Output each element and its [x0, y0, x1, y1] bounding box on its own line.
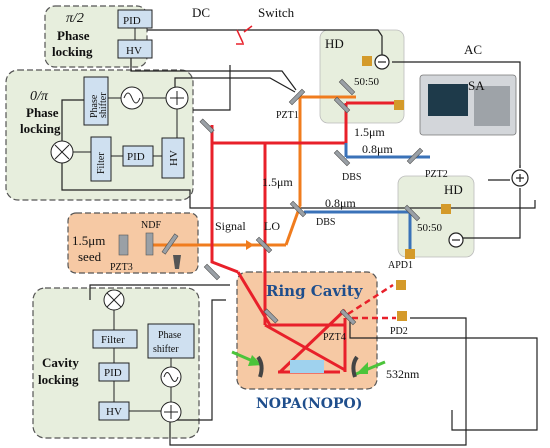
seed-coupler-icon [173, 255, 181, 269]
ndf-filter [145, 232, 154, 256]
cavity-phase-shifter-1: Phase [158, 330, 182, 341]
sa-label: SA [468, 78, 485, 93]
pi0-title-3: locking [20, 121, 61, 136]
nonlinear-crystal [290, 360, 324, 373]
cavity-pid: PID [104, 367, 122, 379]
pzt3-mount [118, 234, 129, 256]
pi2-title-3: locking [52, 44, 93, 59]
spectrum-analyzer [419, 74, 517, 136]
splitter-bottom-label: 50:50 [417, 222, 443, 234]
detectors [362, 56, 451, 321]
signal-label: Signal [215, 219, 246, 233]
cavity-mirror-right [351, 355, 359, 378]
ring-cavity-title: Ring Cavity [266, 282, 364, 300]
cavity-title-1: Cavity [42, 355, 79, 370]
pi0-phase-shifter-2: shifter [98, 92, 109, 118]
pzt2-label: PZT2 [425, 169, 448, 180]
splitter-top-label: 50:50 [354, 76, 380, 88]
pi0-title-1: 0/π [30, 89, 49, 104]
cavity-blocks [92, 289, 195, 423]
cavity-mirror-left [256, 355, 264, 378]
pzt1-label: PZT1 [276, 110, 299, 121]
hd-top-label: HD [325, 36, 344, 51]
pi0-phase-shifter-1: Phase [89, 94, 100, 118]
cavity-filter: Filter [101, 334, 125, 346]
pi0-filter: Filter [96, 152, 107, 174]
pi0-title-2: Phase [26, 105, 59, 120]
switch [236, 25, 253, 45]
panel-seed [67, 212, 199, 274]
seed-arrow-head [246, 240, 254, 250]
pd2-label: PD2 [390, 326, 408, 337]
pi0-pid: PID [127, 151, 145, 163]
apd1-label: APD1 [388, 260, 413, 271]
pump-arrow-left [248, 355, 262, 366]
pump-arrow-right [356, 362, 368, 374]
wl-15-mid: 1.5μm [262, 175, 293, 189]
seed-wavelength: 1.5μm [72, 233, 105, 248]
wl-15-top: 1.5μm [354, 125, 385, 139]
lo-label: LO [264, 219, 280, 233]
panel-0pi-phase-locking [5, 69, 194, 201]
dbs-bottom-label: DBS [316, 217, 335, 228]
dbs-top-label: DBS [342, 172, 361, 183]
mirrors [161, 78, 424, 326]
seed-label: seed [78, 249, 102, 264]
panel-ring-cavity [236, 271, 378, 390]
pi2-pid-label: PID [123, 15, 141, 27]
pzt4-label: PZT4 [323, 332, 346, 343]
pi2-hv-label: HV [126, 45, 142, 57]
cavity-title-2: locking [38, 372, 79, 387]
pi2-title-2: Phase [57, 28, 90, 43]
dc-label: DC [192, 5, 210, 20]
pi0-hv: HV [168, 150, 180, 166]
pi0-blocks [50, 76, 189, 182]
wl-08-bottom: 0.8μm [325, 196, 356, 210]
subtractors [374, 54, 529, 248]
electronic-wiring [61, 29, 538, 446]
ndf-label: NDF [141, 220, 161, 231]
pump-label: 532nm [386, 367, 420, 381]
hd-bottom-label: HD [444, 182, 463, 197]
nopa-caption: NOPA(NOPO) [256, 396, 362, 412]
switch-label: Switch [258, 5, 295, 20]
ac-label: AC [464, 42, 482, 57]
cavity-phase-shifter-2: shifter [153, 344, 179, 355]
cavity-hv: HV [106, 406, 122, 418]
pzt3-label: PZT3 [110, 262, 133, 273]
pi2-title-1: π/2 [66, 11, 84, 26]
wl-08-top: 0.8μm [362, 142, 393, 156]
